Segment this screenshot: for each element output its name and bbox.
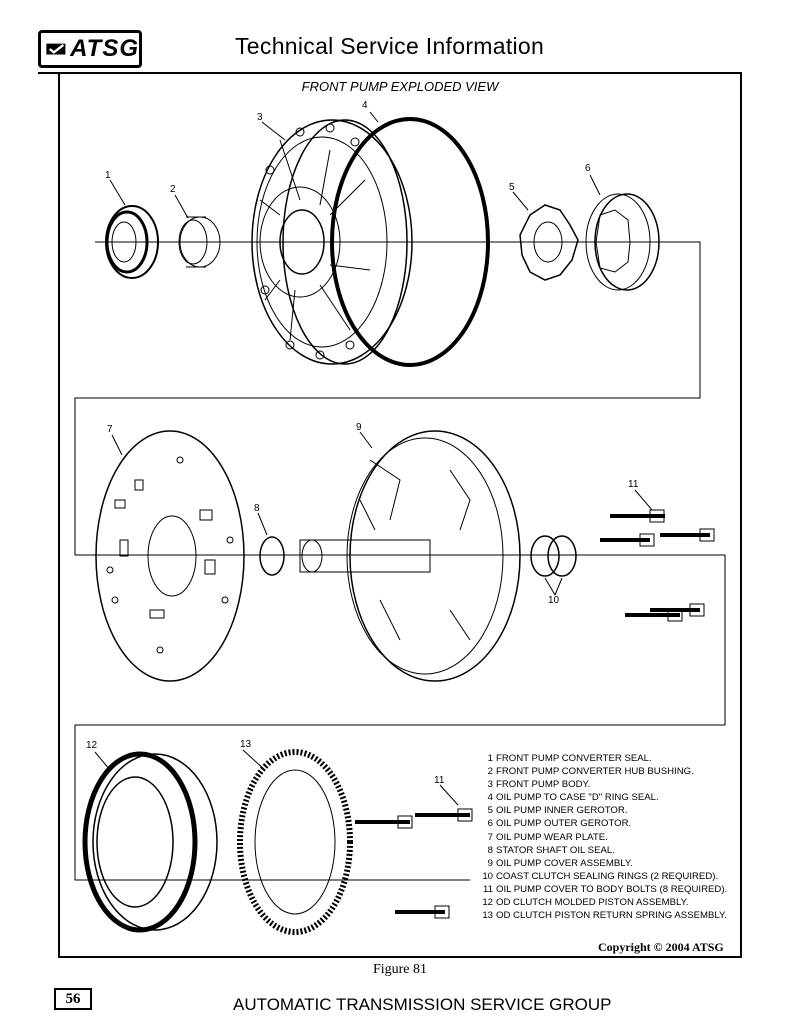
figure-caption: Figure 81	[372, 962, 428, 977]
part-od-clutch-piston	[82, 751, 218, 933]
callout-7: 7	[107, 424, 113, 435]
part-wear-plate	[95, 430, 245, 682]
callout-2: 2	[170, 184, 176, 195]
callout-9: 9	[356, 422, 362, 433]
footer-title: AUTOMATIC TRANSMISSION SERVICE GROUP	[233, 995, 612, 1014]
part-d-ring-seal	[330, 117, 490, 367]
diagram-title: FRONT PUMP EXPLODED VIEW	[301, 79, 499, 94]
callout-12: 12	[86, 740, 98, 751]
callout-11-middle: 11	[628, 479, 639, 490]
page-title: Technical Service Information	[235, 33, 545, 59]
part-front-pump-body	[251, 119, 413, 365]
part-cover-bolts-middle	[600, 509, 715, 622]
checkmark-logo-icon	[46, 43, 66, 55]
part-return-spring-assembly	[237, 749, 353, 935]
callout-6: 6	[585, 163, 591, 174]
callout-4: 4	[362, 100, 368, 111]
figure-frame	[58, 72, 742, 958]
copyright-notice: Copyright © 2004 ATSG	[598, 940, 724, 954]
atsg-logo: ATSG	[38, 30, 142, 68]
callout-3: 3	[257, 112, 263, 123]
callout-1: 1	[105, 170, 111, 181]
callout-8: 8	[254, 503, 260, 514]
part-outer-gerotor	[585, 193, 660, 291]
callout-5: 5	[509, 182, 515, 193]
part-stator-shaft-seal	[259, 536, 285, 576]
part-converter-seal	[105, 205, 159, 279]
page-number: 56	[54, 988, 92, 1010]
part-pump-cover-assembly	[299, 430, 521, 682]
part-coast-clutch-rings	[530, 535, 577, 596]
part-inner-gerotor	[519, 204, 579, 281]
callout-11-bottom: 11	[434, 775, 445, 786]
callout-13: 13	[240, 739, 252, 750]
logo-text: ATSG	[70, 35, 139, 62]
part-hub-bushing	[178, 216, 221, 268]
callout-10: 10	[548, 595, 560, 606]
center-line-top	[74, 241, 726, 881]
part-cover-bolts-bottom	[355, 808, 473, 919]
